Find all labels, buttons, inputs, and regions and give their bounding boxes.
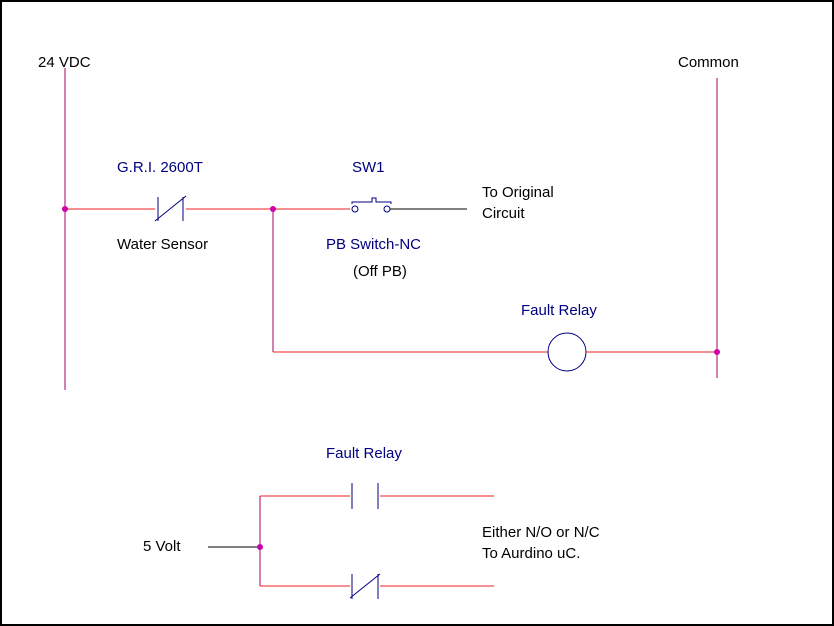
label-24vdc: 24 VDC	[38, 54, 91, 71]
label-to-original: To Original	[482, 184, 554, 201]
label-5-volt: 5 Volt	[143, 538, 181, 555]
sw1-pushbutton-nc	[351, 197, 392, 213]
node-left-rail	[62, 206, 68, 212]
label-either-no-nc: Either N/O or N/C	[482, 524, 600, 541]
label-to-aurdino: To Aurdino uC.	[482, 545, 580, 562]
label-common: Common	[678, 54, 739, 71]
label-fault-relay-contacts: Fault Relay	[326, 445, 402, 462]
label-fault-relay-coil: Fault Relay	[521, 302, 597, 319]
fault-relay-no-contact	[351, 483, 379, 509]
water-sensor-nc-contact	[154, 195, 187, 222]
node-junction	[270, 206, 276, 212]
node-5v	[257, 544, 263, 550]
label-sensor-model: G.R.I. 2600T	[117, 159, 203, 176]
node-common	[714, 349, 720, 355]
label-sw1: SW1	[352, 159, 385, 176]
label-switch-note: (Off PB)	[353, 263, 407, 280]
fault-relay-coil-symbol	[547, 332, 587, 372]
fault-relay-nc-contact	[349, 573, 381, 599]
label-circuit: Circuit	[482, 205, 525, 222]
label-switch-type: PB Switch-NC	[326, 236, 421, 253]
label-sensor-desc: Water Sensor	[117, 236, 208, 253]
